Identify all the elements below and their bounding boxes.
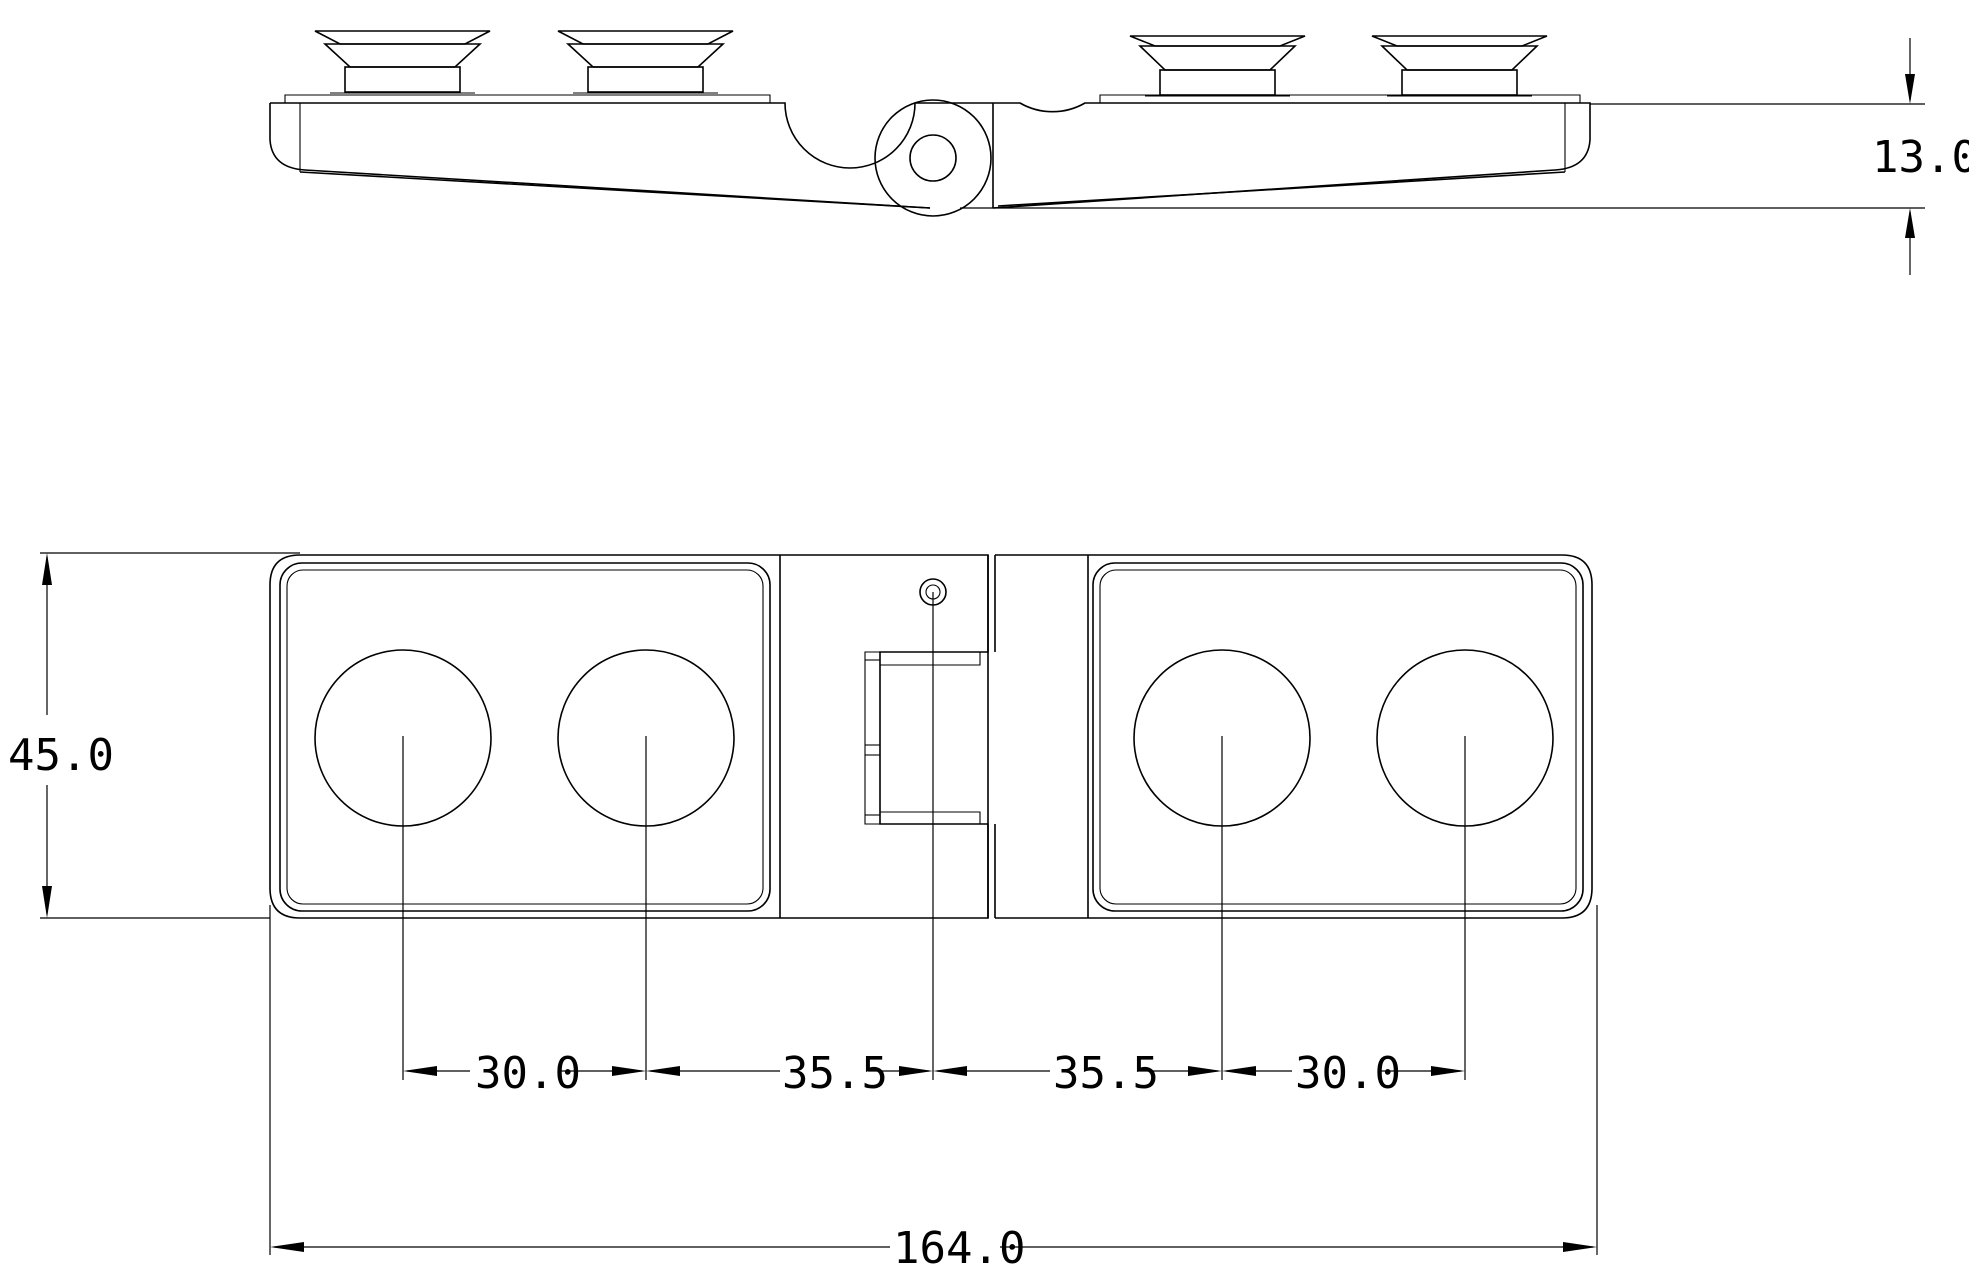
dimension-width: 45.0 bbox=[8, 552, 300, 919]
left-arm-outline bbox=[269, 103, 931, 209]
dim-label-spacing-4: 30.0 bbox=[1295, 1048, 1401, 1099]
dim-label-width: 45.0 bbox=[8, 730, 114, 781]
left-body-outline bbox=[269, 554, 989, 919]
hinge-inner-line-bottom bbox=[880, 811, 981, 824]
right-base-plate bbox=[1099, 94, 1581, 103]
hinge-cutout-left bbox=[879, 555, 989, 918]
side-view: 13.0 bbox=[269, 30, 1969, 275]
right-arm-outline bbox=[992, 102, 1591, 209]
dimension-length: 164.0 bbox=[270, 1223, 1597, 1270]
top-view: 45.0 30.0 35.5 35.5 30.0 bbox=[8, 552, 1598, 1270]
right-body-outline bbox=[995, 554, 1593, 919]
right-arm-bottom bbox=[997, 171, 1566, 207]
suction-cup-side-4 bbox=[1371, 35, 1548, 97]
hinge-pin bbox=[909, 134, 957, 182]
suction-cup-side-2 bbox=[557, 30, 734, 94]
suction-cup-side-1 bbox=[314, 30, 491, 94]
dim-label-height: 13.0 bbox=[1872, 132, 1969, 183]
hinge-inner-line-top bbox=[880, 652, 981, 666]
dimension-spacing-row: 30.0 35.5 35.5 30.0 bbox=[403, 1048, 1465, 1099]
left-base-plate bbox=[284, 94, 771, 103]
dim-label-spacing-3: 35.5 bbox=[1053, 1048, 1159, 1099]
right-pad-inner bbox=[1099, 569, 1577, 905]
hinge-outer bbox=[874, 99, 992, 217]
dim-label-length: 164.0 bbox=[893, 1223, 1025, 1270]
dim-label-spacing-2: 35.5 bbox=[782, 1048, 888, 1099]
hinge-knuckle-outline bbox=[864, 651, 880, 825]
suction-cup-side-3 bbox=[1129, 35, 1306, 97]
left-pad-inner bbox=[286, 569, 764, 905]
right-pad-outer bbox=[1092, 562, 1584, 912]
left-arm-top bbox=[270, 102, 993, 169]
dim-label-spacing-1: 30.0 bbox=[475, 1048, 581, 1099]
left-pad-outer bbox=[279, 562, 771, 912]
left-arm-bottom bbox=[299, 171, 931, 209]
dimension-height-side: 13.0 bbox=[960, 38, 1969, 275]
